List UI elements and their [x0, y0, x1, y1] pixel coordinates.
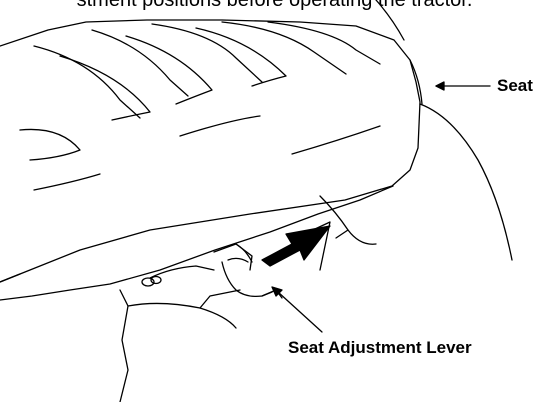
- seat-adjustment-lever-label: Seat Adjustment Lever: [288, 338, 472, 357]
- instruction-text-fragment: stment positions before operating the tr…: [76, 0, 473, 11]
- seat-underside-mechanism: [119, 195, 377, 402]
- seat-label: Seat: [497, 76, 533, 95]
- seat-seams: [19, 21, 381, 191]
- lever-callout-arrow: [271, 286, 323, 333]
- seat-callout-arrow: [435, 81, 491, 91]
- seat-cushion: [0, 19, 423, 301]
- seat-frame: [375, 0, 513, 261]
- lever-direction-arrow: [261, 225, 331, 267]
